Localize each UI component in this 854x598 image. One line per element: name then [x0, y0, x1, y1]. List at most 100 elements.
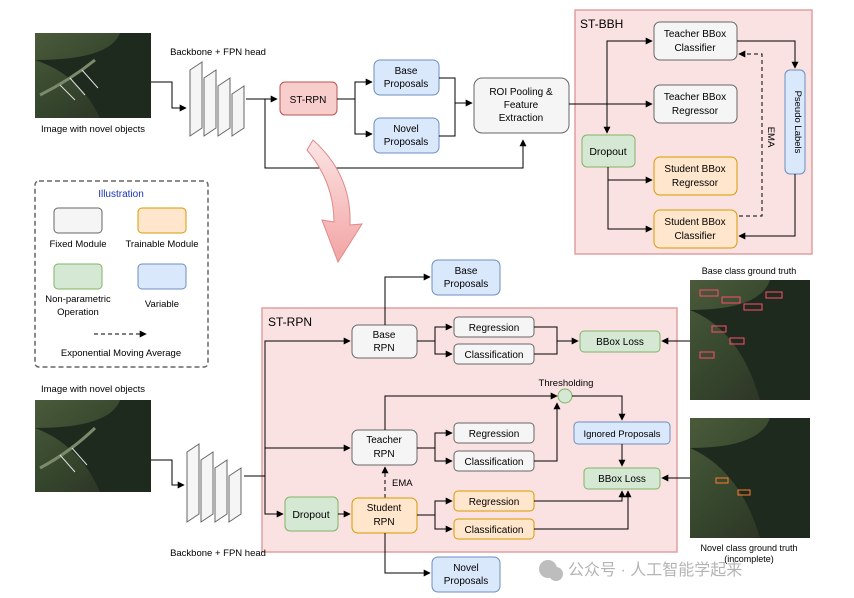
thresholding-label: Thresholding	[539, 378, 594, 389]
bottom-backbone-label: Backbone + FPN head	[170, 548, 266, 559]
novel-gt-caption-l2: (incomplete)	[724, 554, 774, 564]
legend-variable-swatch	[137, 263, 187, 290]
legend-nonparam-l1: Non-parametric	[45, 294, 111, 305]
arrow-backbone-roi	[264, 99, 527, 169]
legend-fixed-swatch	[53, 207, 103, 234]
arrow-strpn-base	[337, 78, 373, 100]
legend-trainable-swatch	[137, 207, 187, 234]
arrow-trunk-dropout	[264, 476, 284, 518]
arrow-teacher-cls	[434, 448, 453, 465]
arrow-teacher-threshold	[384, 392, 558, 430]
top-base-proposals-l1: Base	[395, 66, 418, 77]
arrow-studentcls-loss	[534, 490, 632, 530]
novel-bbox-loss-label: BBox Loss	[598, 474, 646, 485]
teacher-classifier-l2: Classifier	[674, 43, 716, 54]
arrow-novel-roi	[439, 103, 456, 137]
teacher-classification-label: Classification	[465, 457, 524, 468]
teacher-classifier-box	[653, 21, 738, 61]
legend-trainable-label: Trainable Module	[125, 239, 198, 250]
ignored-proposals-label: Ignored Proposals	[583, 429, 660, 440]
bottom-base-proposals-l2: Proposals	[444, 279, 488, 290]
top-dropout-label: Dropout	[589, 146, 626, 158]
legend-fixed-label: Fixed Module	[49, 239, 106, 250]
roi-l1: ROI Pooling &	[489, 87, 553, 98]
legend-nonparam-swatch	[53, 263, 103, 290]
top-ema-arrow	[738, 50, 763, 217]
teacher-classifier-l1: Teacher BBox	[664, 29, 726, 40]
base-rpn-l2: RPN	[373, 343, 394, 354]
bottom-base-proposals-l1: Base	[455, 266, 478, 277]
top-novel-proposals-l1: Novel	[393, 124, 419, 135]
arrow-student-cls	[434, 515, 453, 533]
bottom-ema-label: EMA	[392, 478, 413, 489]
arrow-bimg-backbone	[151, 459, 185, 489]
arrow-base-roi	[439, 77, 473, 107]
top-backbone-stack	[189, 61, 245, 137]
arrow-strpn-novel	[354, 99, 373, 138]
student-classifier-l1: Student BBox	[664, 217, 725, 228]
arrow-baserpn-reg	[417, 323, 453, 342]
st-rpn-region-title: ST-RPN	[268, 315, 312, 329]
student-rpn-l2: RPN	[373, 517, 394, 528]
legend-ema-label: Exponential Moving Average	[61, 348, 181, 359]
teacher-regressor-box	[653, 84, 738, 124]
arrow-pseudo-scls	[738, 174, 796, 240]
watermark: 公众号 · 人工智能学起来	[539, 560, 742, 581]
zoom-curved-arrow	[306, 139, 363, 264]
arrow-student-reg	[417, 497, 453, 516]
student-classifier-l2: Classifier	[674, 231, 716, 242]
legend-variable-label: Variable	[145, 299, 179, 310]
arrow-roi-tcls	[606, 37, 653, 104]
arrow-baserpn-cls	[434, 341, 453, 358]
novel-bbox-loss-box	[583, 467, 661, 490]
legend-title: Illustration	[98, 189, 144, 200]
student-regression-label: Regression	[469, 497, 520, 508]
student-regressor-l2: Regressor	[672, 178, 719, 189]
thresholding-node	[557, 388, 573, 404]
teacher-regressor-l1: Teacher BBox	[664, 92, 726, 103]
arrow-dropout-scls	[607, 180, 653, 233]
student-regressor-box	[653, 156, 738, 196]
top-input-caption: Image with novel objects	[41, 124, 145, 135]
legend-nonparam-l2: Operation	[57, 307, 99, 318]
top-novel-proposals-l2: Proposals	[384, 137, 428, 148]
arrow-teachercls-threshold	[534, 402, 561, 462]
base-bbox-loss-box	[579, 330, 661, 353]
bottom-novel-proposals-box	[431, 556, 501, 593]
top-ema-label: EMA	[765, 127, 776, 148]
bottom-dropout-label: Dropout	[292, 509, 329, 521]
roi-l3: Extraction	[499, 113, 543, 124]
arrow-trunk-baserpn	[264, 337, 351, 476]
base-rpn-l1: Base	[373, 330, 396, 341]
student-classification-label: Classification	[465, 525, 524, 536]
arrow-tcls-pseudo	[737, 40, 799, 69]
arrow-teacher-reg	[417, 429, 453, 449]
teacher-regression-box	[453, 422, 535, 444]
arrow-baserpn-baseprop	[384, 273, 431, 325]
top-st-rpn-label: ST-RPN	[290, 95, 327, 106]
teacher-rpn-l2: RPN	[373, 449, 394, 460]
base-gt-caption: Base class ground truth	[702, 266, 797, 276]
top-backbone-label: Backbone + FPN head	[170, 47, 266, 58]
arrow-img-backbone	[151, 81, 187, 112]
base-bbox-loss-label: BBox Loss	[596, 337, 644, 348]
top-input-image	[35, 33, 151, 118]
bottom-novel-proposals-l1: Novel	[453, 563, 479, 574]
arrow-student-novelprop	[384, 533, 431, 577]
base-regression-label: Regression	[469, 323, 520, 334]
base-classification-label: Classification	[465, 350, 524, 361]
bottom-base-proposals-box	[431, 259, 501, 296]
bottom-novel-proposals-l2: Proposals	[444, 576, 488, 587]
teacher-rpn-l1: Teacher	[366, 435, 402, 446]
arrow-threshold-ignored	[572, 395, 626, 421]
roi-box	[473, 77, 570, 134]
novel-gt-image	[690, 418, 810, 538]
pseudo-labels-label: Pseudo Labels	[792, 91, 803, 154]
arrow-basecls-loss	[534, 341, 558, 355]
bottom-input-caption: Image with novel objects	[41, 384, 145, 395]
arrow-basereg-loss	[534, 326, 579, 345]
top-base-proposals-l2: Proposals	[384, 79, 428, 90]
teacher-regression-label: Regression	[469, 429, 520, 440]
bottom-backbone-stack	[186, 443, 242, 523]
